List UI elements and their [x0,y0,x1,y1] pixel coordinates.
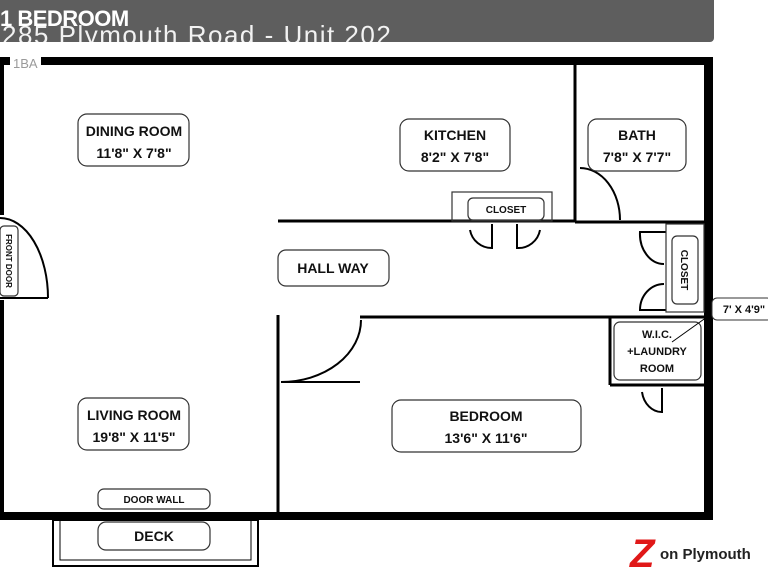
brand-z-mark: Z [630,532,655,576]
bath-door-swing [579,167,621,221]
hall-closet-box [671,235,699,305]
listing-address: 285 Plymouth Road - Unit 202 [2,20,393,42]
bedroom-name: BEDROOM [449,408,522,424]
hall-way-box [277,249,390,287]
hall-closet-frame [665,223,705,313]
front-door-box [0,225,19,297]
deck-label: DECK [134,528,174,544]
wall-left-top [0,65,4,215]
wic-size-leader [671,311,715,343]
kitchen-name: KITCHEN [424,127,486,143]
wic-door-swing [641,388,663,414]
bedroom-box [391,399,582,453]
kitchen-closet-label: CLOSET [486,205,527,216]
hall-closet-door-top [638,231,666,266]
listing-baths: 1BA [10,56,41,71]
dining-room-size: 11'8" X 7'8" [96,145,171,161]
bedroom-door-swing [280,319,362,383]
hall-closet-label: CLOSET [678,250,689,291]
bath-box [587,118,687,172]
living-room-name: LIVING ROOM [87,407,181,423]
bath-size: 7'8" X 7'7" [603,149,671,165]
closet-frames [451,191,705,313]
kitchen-box [399,118,511,172]
deck-area [52,519,259,567]
kitchen-closet-box [467,197,545,221]
wall-bottom [0,512,713,520]
living-room-box [77,397,190,451]
bath-name: BATH [618,127,656,143]
kitchen-closet-frame [451,191,553,222]
wic-line2: +LAUNDRY [627,346,687,358]
door-wall-label: DOOR WALL [123,495,184,506]
deck-inner [59,519,252,561]
wic-size-label: 7' X 4'9" [723,304,765,316]
brand-logo: Z on Plymouth [628,532,768,576]
brand-name: on Plymouth [660,546,751,563]
dining-room-box [77,113,190,167]
wall-right [704,57,713,520]
deck-box [97,521,211,551]
kitchen-size: 8'2" X 7'8" [421,149,489,165]
dining-room-name: DINING ROOM [86,123,182,139]
wic-size-box [711,297,768,321]
wic-line1: W.I.C. [642,329,672,341]
hall-way-label: HALL WAY [297,260,369,276]
front-door-swing [0,217,49,299]
label-boxes [0,113,702,551]
outer-walls [0,57,713,520]
listing-header: 285 Plymouth Road - Unit 202 1 BEDROOM [0,0,714,42]
living-room-size: 19'8" X 11'5" [93,429,176,445]
kitchen-closet-door-left [469,224,493,250]
wall-top [0,57,712,65]
bedroom-size: 13'6" X 11'6" [445,430,528,446]
interior-walls [276,65,706,514]
wall-left-bottom [0,300,4,515]
wic-line3: ROOM [640,363,674,375]
listing-title: 1 BEDROOM [0,6,129,31]
door-wall-box [97,488,211,510]
kitchen-closet-door-right [516,224,541,250]
front-door-label: FRONT DOOR [4,234,13,288]
doors [0,167,666,414]
hall-closet-door-bottom [638,283,666,311]
